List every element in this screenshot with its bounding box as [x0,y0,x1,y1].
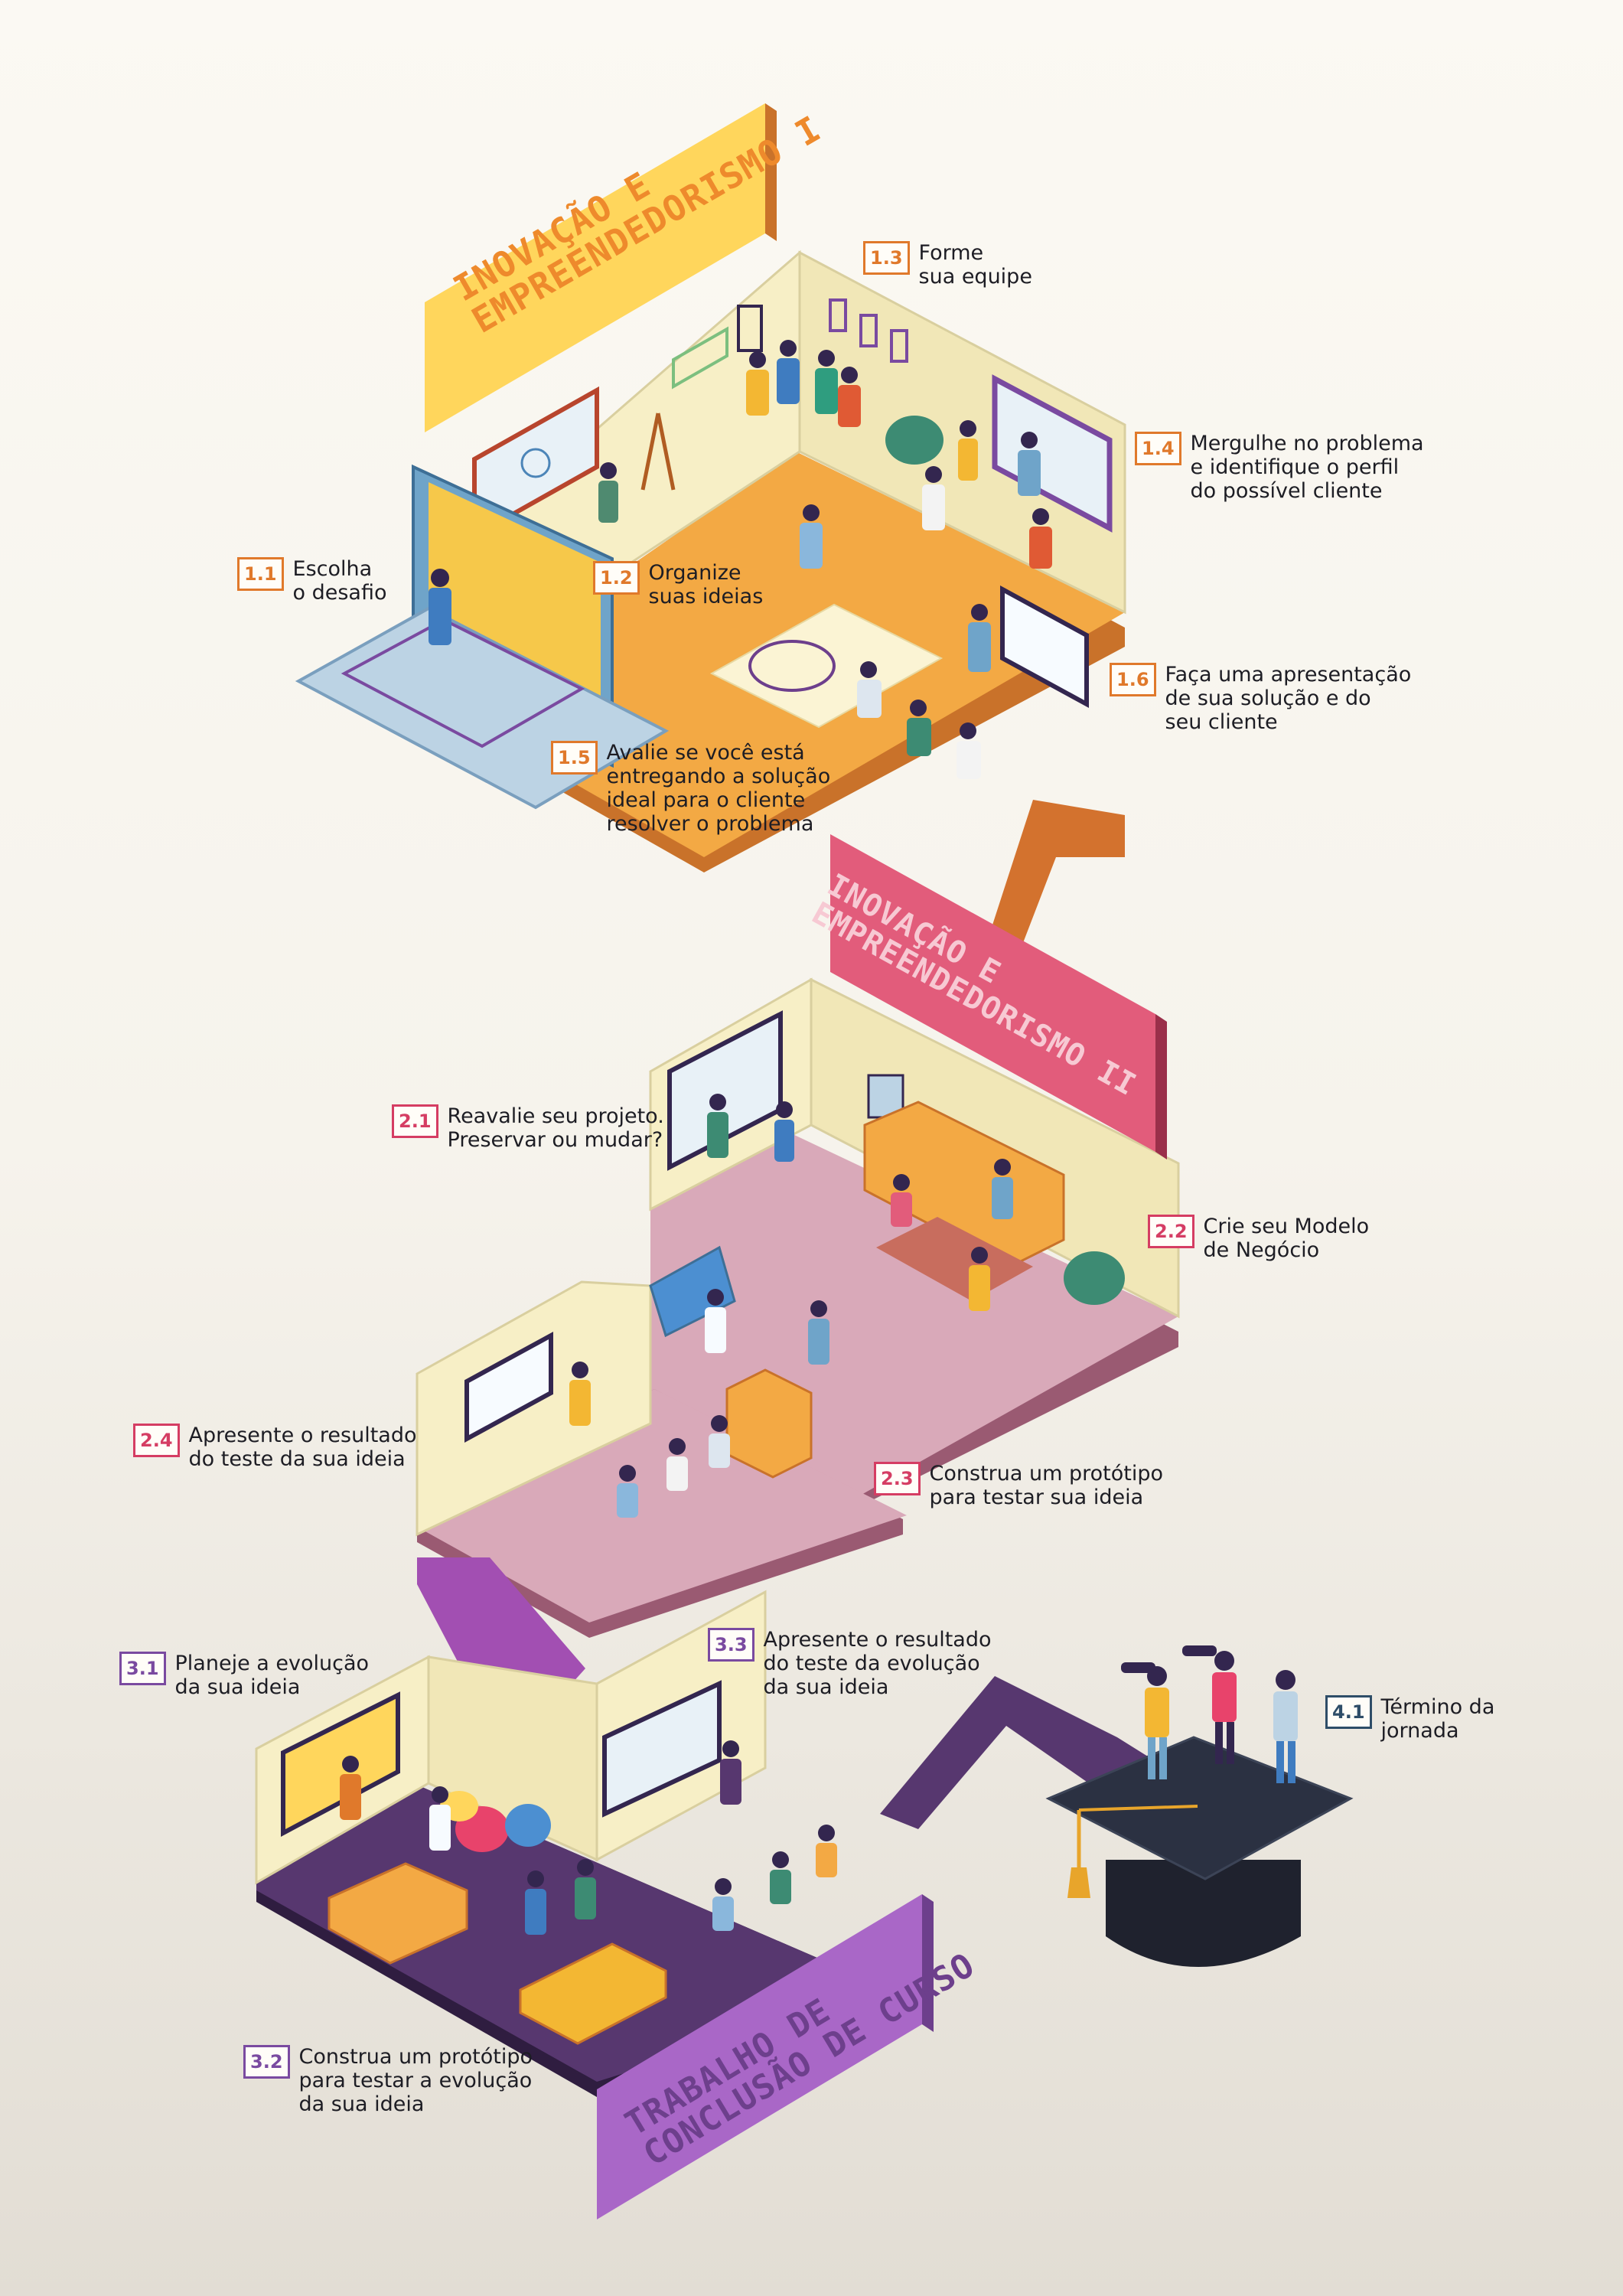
step-2-1: 2.1 Reavalie seu projeto. Preservar ou m… [392,1104,664,1152]
plant-icon [885,416,943,465]
canvas-poster-icon [709,603,943,729]
step-badge: 2.2 [1148,1215,1194,1248]
module-2-room [416,977,1180,1737]
step-label: Planeje a evolução da sua ideia [174,1652,370,1699]
step-badge: 1.1 [237,557,284,591]
step-3-1: 3.1 Planeje a evolução da sua ideia [119,1652,369,1699]
step-2-2: 2.2 Crie seu Modelo de Negócio [1148,1215,1369,1262]
banner-module-1 [425,103,777,432]
step-label: Organize suas ideias [648,561,764,608]
module-3-floor [256,1783,891,2082]
step-4-1: 4.1 Término da jornada [1325,1695,1494,1743]
step-label: Forme sua equipe [918,241,1032,289]
banner-module-3 [597,1894,934,2219]
path-to-graduation [880,1676,1178,1829]
step-badge: 2.4 [133,1424,180,1457]
step-label: Apresente o resultado do teste da sua id… [188,1424,417,1471]
step-1-4: 1.4 Mergulhe no problema e identifique o… [1135,432,1424,503]
step-label: Mergulhe no problema e identifique o per… [1190,432,1424,503]
step-label: Construa um protótipo para testar a evol… [298,2045,533,2116]
step-1-1: 1.1 Escolha o desafio [237,557,387,605]
step-label: Apresente o resultado do teste da evoluç… [763,1628,992,1699]
prototype-screen-icon [464,1331,553,1443]
persona-board-icon [992,374,1113,533]
graduation-cap-icon [1045,1645,1354,1967]
step-badge: 1.6 [1110,663,1156,696]
step-badge: 3.2 [243,2045,290,2079]
step-2-4: 2.4 Apresente o resultado do teste da su… [133,1424,417,1471]
step-1-6: 1.6 Faça uma apresentação de sua solução… [1110,663,1411,734]
module-2-lower-wall [416,1280,652,1537]
module-1-room [295,249,1126,957]
step-1-3: 1.3 Forme sua equipe [863,241,1032,289]
people-module-3 [340,1740,837,1935]
planning-board-icon [281,1691,400,1837]
plant-icon [1064,1251,1125,1305]
step-label: Crie seu Modelo de Negócio [1203,1215,1370,1262]
workbench-icon [328,1862,468,1965]
step-label: Reavalie seu projeto. Preservar ou mudar… [447,1104,664,1152]
stairs-1-to-2 [987,800,1125,957]
bicycle-blueprint-icon [649,1245,736,1338]
step-3-3: 3.3 Apresente o resultado do teste da ev… [708,1628,992,1699]
business-model-table-icon [876,1217,1033,1301]
step-label: Avalie se você está entregando a solução… [606,741,831,836]
people-module-1 [429,340,1052,779]
module-2-lower-floor [417,1389,907,1623]
step-2-3: 2.3 Construa um protótipo para testar su… [874,1462,1163,1509]
people-module-2 [569,1094,1013,1518]
evolution-screen-icon [602,1680,722,1818]
prototype-pedestal [725,1368,813,1479]
step-label: Término da jornada [1380,1695,1495,1743]
step-label: Faça uma apresentação de sua solução e d… [1165,663,1412,734]
bike-prototype-pedestal [519,1942,667,2045]
step-1-5: 1.5 Avalie se você está entregando a sol… [551,741,830,836]
banner-module-2 [830,834,1167,1159]
step-badge: 1.4 [1135,432,1181,465]
step-badge: 2.1 [392,1104,438,1138]
step-badge: 2.3 [874,1462,921,1495]
step-1-2: 1.2 Organize suas ideias [593,561,763,608]
people-graduation [1121,1645,1298,1783]
step-label: Escolha o desafio [292,557,387,605]
step-3-2: 3.2 Construa um protótipo para testar a … [243,2045,533,2116]
step-badge: 1.5 [551,741,598,775]
step-badge: 1.2 [593,561,640,595]
presentation-board-icon [1000,585,1089,709]
step-badge: 4.1 [1325,1695,1372,1729]
step-badge: 3.3 [708,1628,754,1662]
step-badge: 1.3 [863,241,910,275]
step-label: Construa um protótipo para testar sua id… [929,1462,1164,1509]
step-badge: 3.1 [119,1652,166,1685]
